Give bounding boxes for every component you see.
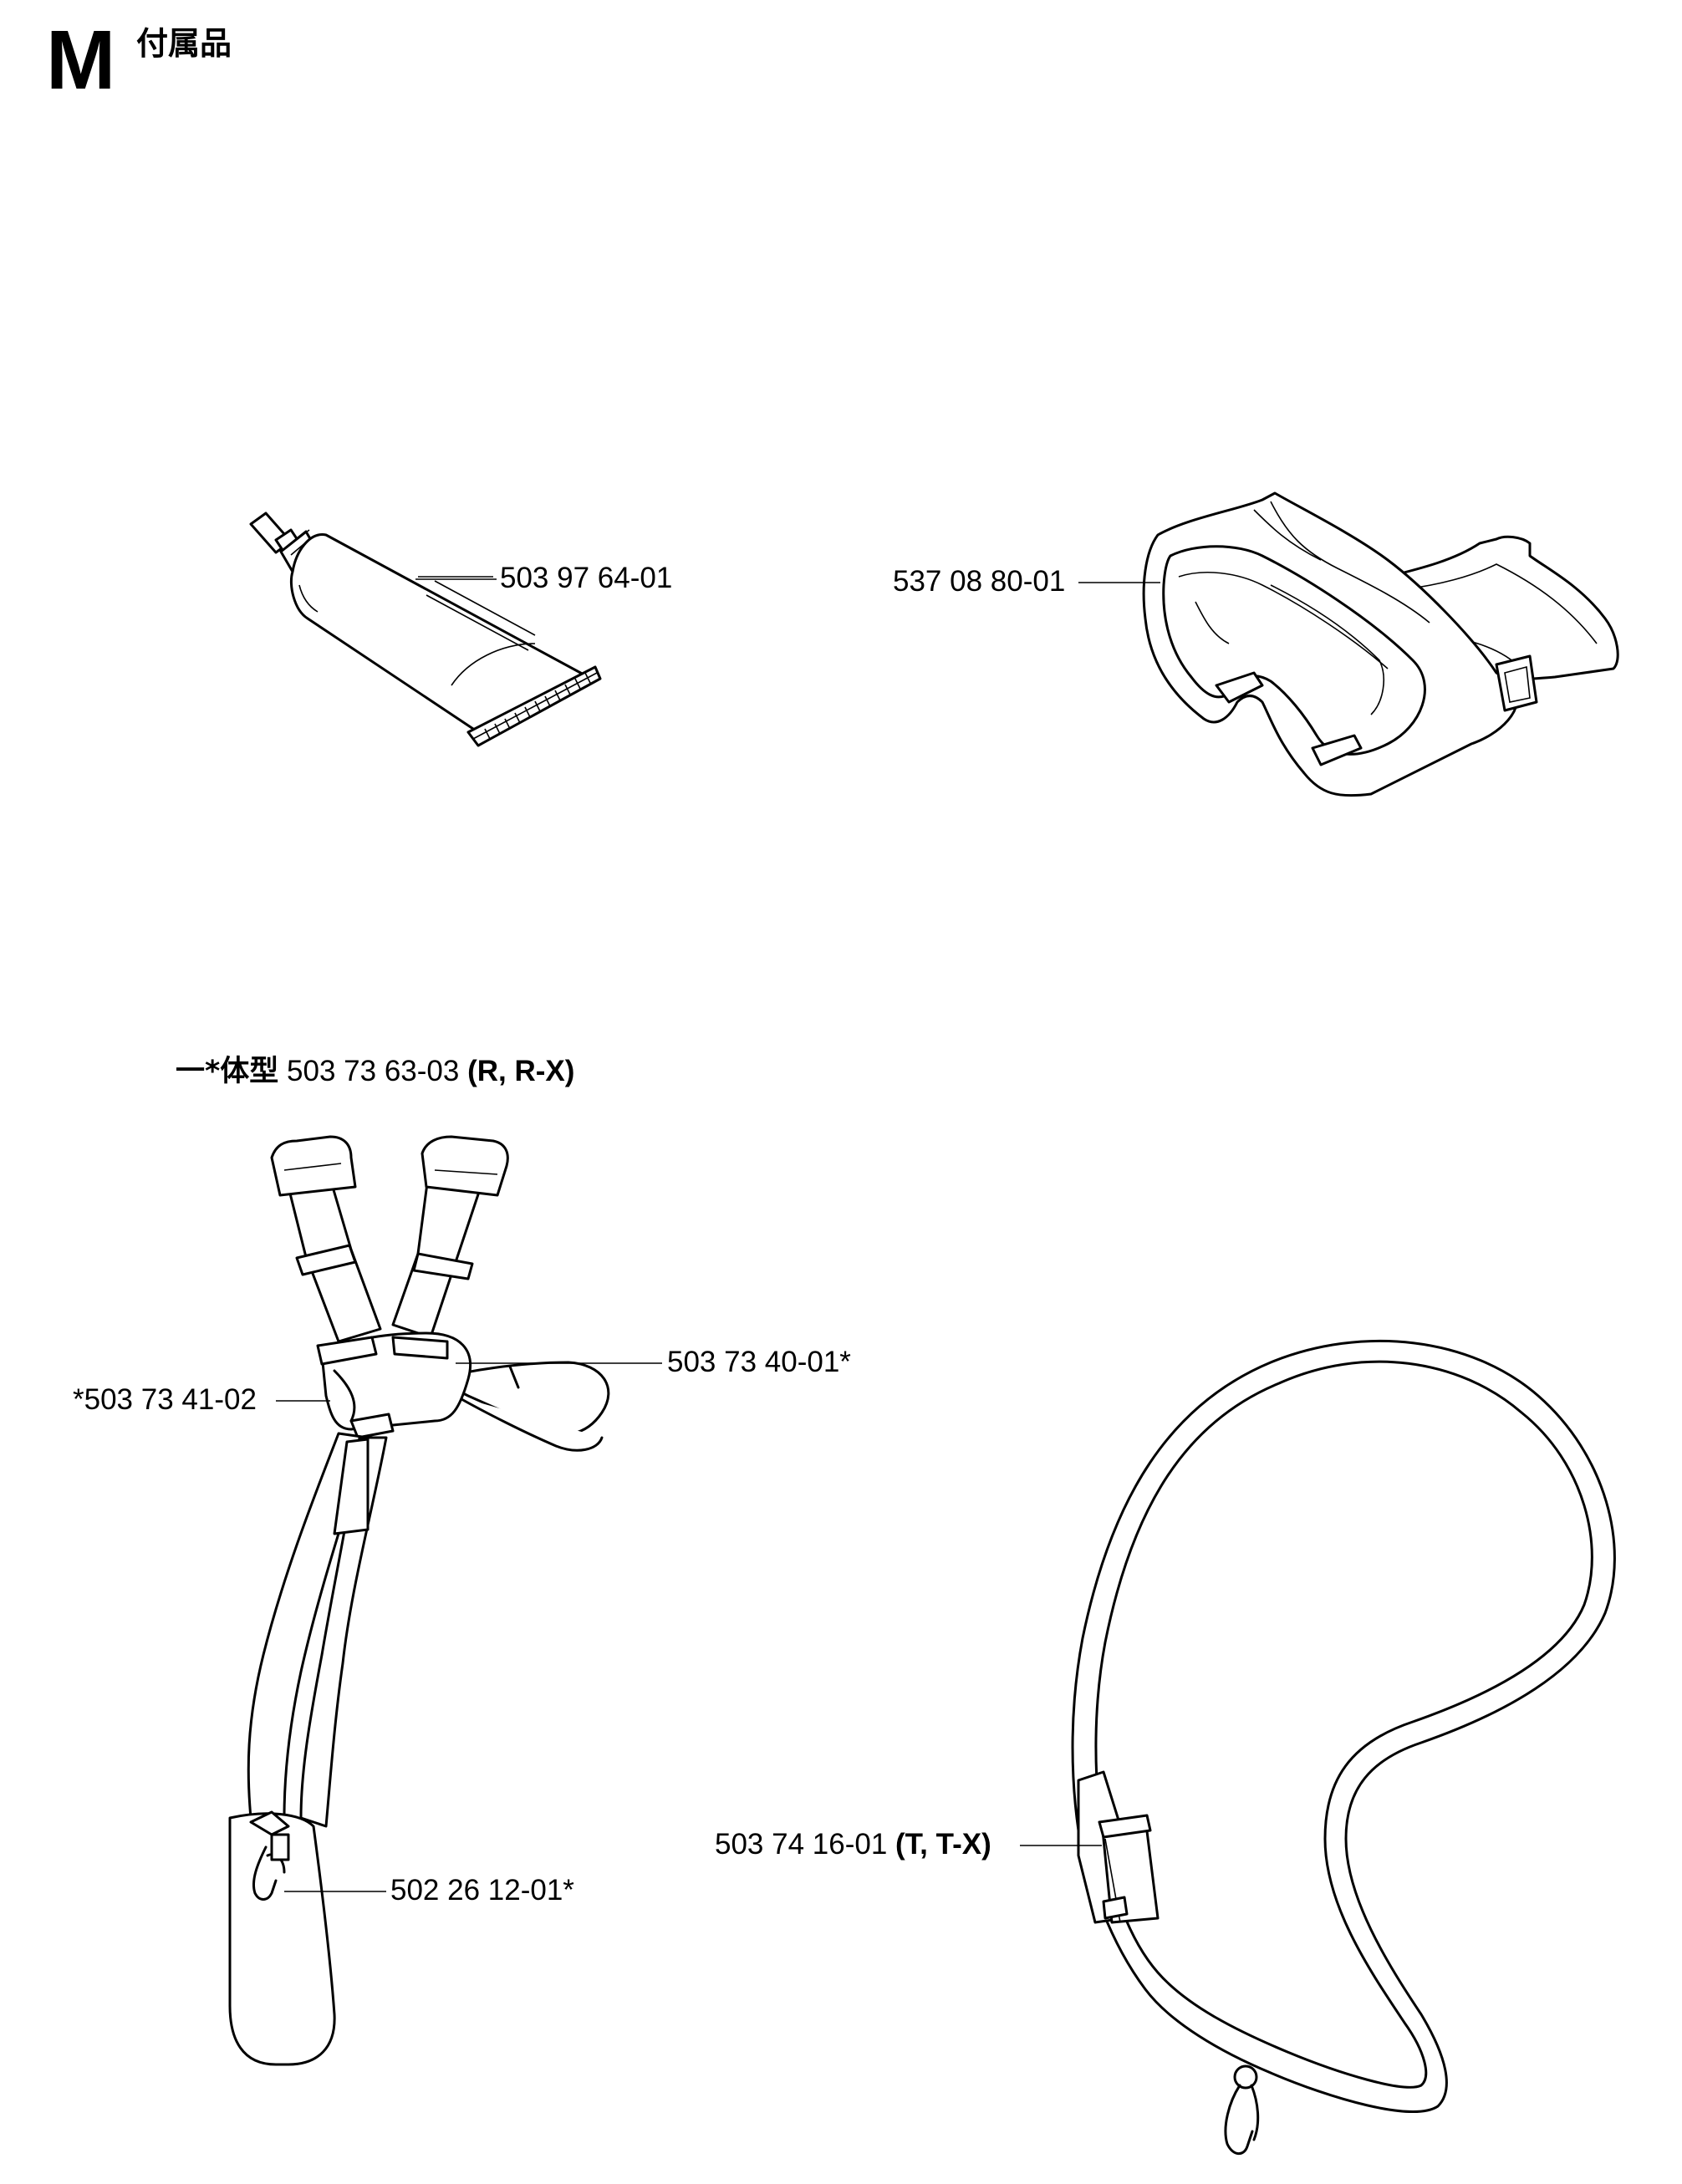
- part-number: 503 74 16-01: [715, 1828, 888, 1861]
- part-number: 537 08 80-01: [893, 565, 1066, 598]
- callout-harness-plate: 503 73 40-01*: [667, 1346, 851, 1379]
- callout-harness-buckle: *503 73 41-02: [73, 1383, 257, 1417]
- section-letter: M: [46, 13, 116, 107]
- grease-tube-drawing: [249, 512, 602, 747]
- callout-goggles: 537 08 80-01: [893, 565, 1065, 598]
- harness-variant-label: 一*体型 503 73 63-03 (R, R-X): [176, 1055, 574, 1088]
- variant-part-number: 503 73 63-03: [287, 1055, 460, 1087]
- section-title: 付属品: [136, 25, 232, 62]
- part-number: *503 73 41-02: [73, 1383, 257, 1416]
- variant-suffix: (R, R-X): [467, 1055, 575, 1087]
- variant-prefix: 一*体型: [176, 1055, 279, 1088]
- part-number: 503 73 40-01*: [667, 1346, 851, 1378]
- safety-goggles-drawing: [1142, 491, 1619, 797]
- callout-strap: 503 74 16-01 (T, T-X): [715, 1828, 991, 1861]
- single-strap-drawing: [1071, 1339, 1616, 2156]
- shoulder-harness-drawing: [228, 1135, 610, 2066]
- callout-harness-hook: 502 26 12-01*: [390, 1874, 574, 1907]
- callout-tube: 503 97 64-01: [500, 562, 672, 595]
- leader-lines: [276, 578, 1160, 1892]
- part-number: 503 97 64-01: [500, 562, 673, 594]
- part-number: 502 26 12-01*: [390, 1874, 574, 1907]
- model-suffix: (T, T-X): [895, 1828, 991, 1861]
